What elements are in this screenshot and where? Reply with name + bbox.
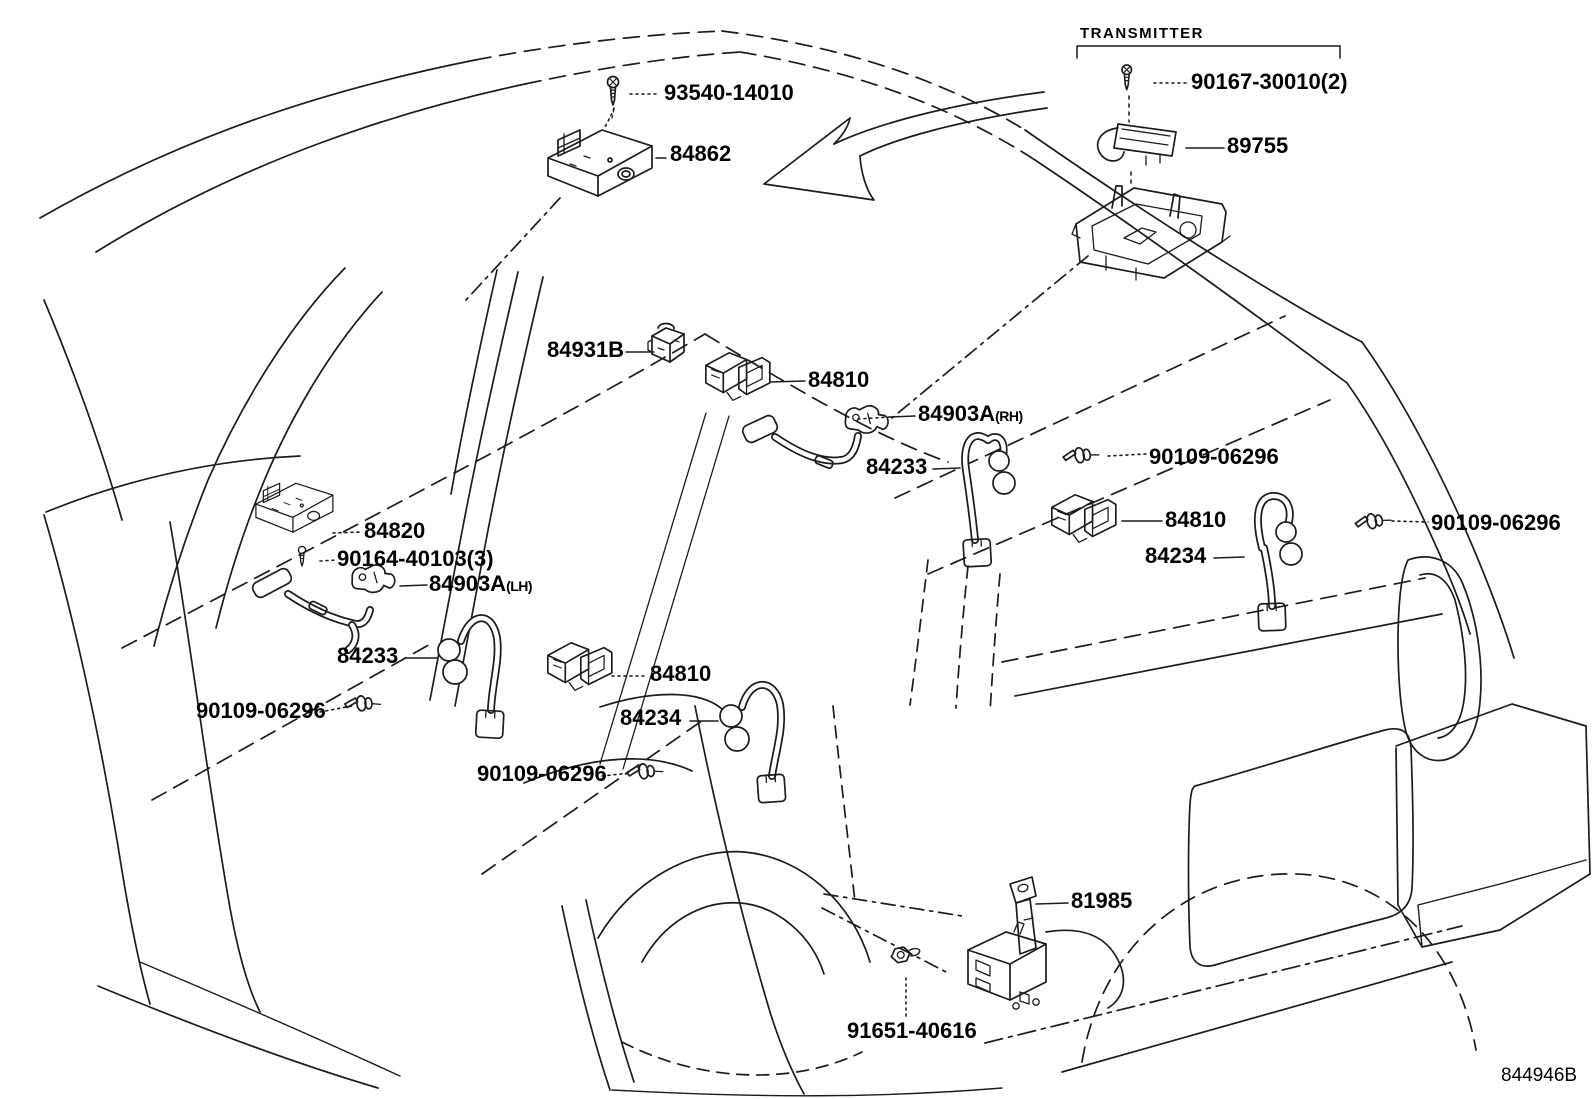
part-label-91651-40616: 91651-40616: [847, 1018, 977, 1043]
screw-icon-90109-left: [343, 690, 383, 717]
part-label-84903a-lh-number: 84903A: [429, 571, 507, 596]
part-label-84903a-rh: 84903A(RH): [918, 403, 1023, 425]
switch-84810-rear-right-icon: [1050, 493, 1117, 544]
part-label-90164-40103: 90164-40103(3): [337, 546, 494, 571]
part-label-84903a-lh: 84903A(LH): [429, 571, 533, 596]
part-label-90109-top-right: 90109-06296: [1149, 444, 1279, 469]
transmitter-bracket-icon: [1071, 185, 1231, 281]
relay-84862-icon: [547, 129, 653, 197]
clamp-84903a-rh-icon: [842, 401, 891, 437]
bolt-icon-91651: [890, 946, 921, 964]
screw-icon-90109-far-right: [1354, 510, 1393, 533]
cable-84234-center-icon: [719, 681, 787, 804]
transmitter-89755-icon: [1096, 123, 1177, 166]
bracket-81985-icon: [1009, 876, 1037, 955]
vehicle-outline: [39, 30, 1591, 1097]
part-label-84810-rear-left: 84810: [650, 661, 712, 686]
switch-84931b-icon: [647, 322, 685, 363]
lock-actuator-icon: [967, 921, 1047, 1010]
transmitter-caption-bracket: [1076, 45, 1341, 187]
screw-icon-90109-center: [625, 759, 665, 784]
part-label-90109-center: 90109-06296: [477, 761, 607, 786]
part-label-93540-14010: 93540-14010: [664, 80, 794, 105]
switch-84820-icon: [255, 482, 334, 533]
switch-84810-rear-left-icon: [546, 641, 613, 692]
part-label-84931b: 84931B: [547, 337, 625, 362]
part-label-84903a-lh-suffix: (LH): [506, 578, 533, 594]
screw-icon-90164: [297, 545, 307, 567]
harness-rh-icon: [741, 414, 862, 470]
direction-arrow-icon: [763, 91, 1048, 201]
part-label-84903a-rh-suffix: (RH): [995, 408, 1023, 424]
cable-84233-right-icon: [961, 432, 1016, 568]
transmitter-caption: TRANSMITTER: [1080, 25, 1204, 42]
part-label-84903a-rh-number: 84903A: [918, 401, 996, 426]
part-label-84234-right: 84234: [1145, 543, 1207, 568]
screw-icon-90109-top-right: [1061, 443, 1101, 468]
part-label-90167-30010: 90167-30010(2): [1191, 69, 1348, 94]
part-label-90109-left: 90109-06296: [196, 698, 326, 723]
part-label-84810-front: 84810: [808, 367, 870, 392]
leader-lines: [319, 82, 1429, 1017]
part-label-84234-center: 84234: [620, 705, 682, 730]
switch-84810-front-icon: [704, 351, 771, 402]
part-label-84820: 84820: [364, 518, 426, 543]
part-label-84233-left: 84233: [337, 643, 399, 668]
cable-84234-right-icon: [1253, 492, 1303, 632]
screw-icon-93540: [606, 75, 620, 119]
part-label-84810-rear-right: 84810: [1165, 507, 1227, 532]
part-label-81985: 81985: [1071, 888, 1133, 913]
diagram-code: 844946B: [1501, 1065, 1578, 1086]
part-label-89755: 89755: [1227, 133, 1289, 158]
part-label-84862: 84862: [670, 141, 732, 166]
part-label-90109-far-right: 90109-06296: [1431, 510, 1561, 535]
part-label-84233-right: 84233: [866, 454, 928, 479]
harness-lh-icon: [251, 567, 374, 654]
cable-84233-left-icon: [437, 614, 505, 740]
screw-icon-90167: [1121, 64, 1133, 91]
